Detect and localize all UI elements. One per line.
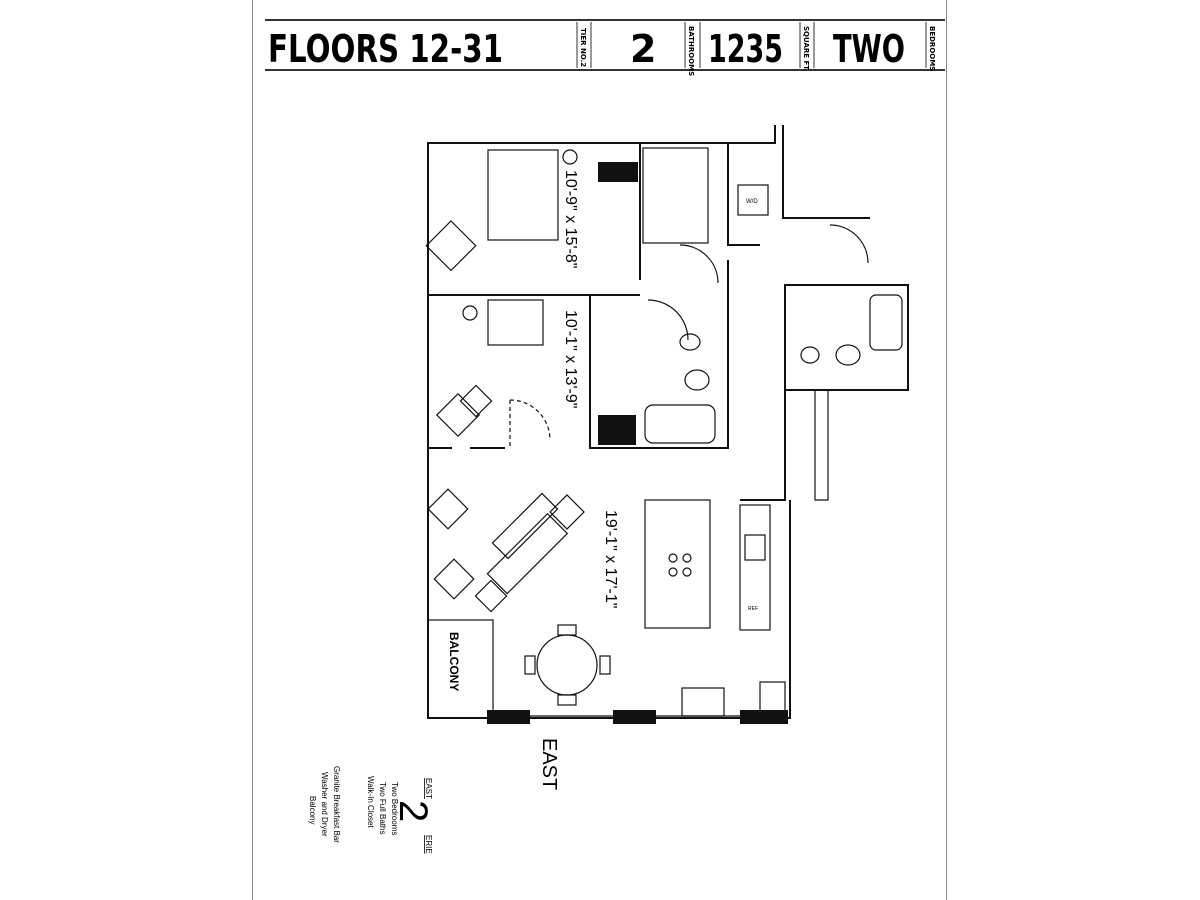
balcony [427, 619, 494, 719]
orientation-label: EAST [538, 738, 560, 790]
legend: EAST 2 ERIE Two Bedrooms Two Full Baths … [308, 766, 435, 854]
bathtub-1 [644, 404, 716, 444]
bathtub-2 [869, 294, 903, 351]
washer-dryer [737, 184, 769, 216]
bedroom-2-dimensions: 10'-1" x 13'-9" [562, 310, 579, 408]
header-title: FLOORS 12-31 [268, 27, 503, 71]
sqft-label: SQUARE FT. [802, 26, 810, 72]
bedrooms-label: BEDROOMS [928, 26, 936, 71]
living-dimensions: 19'-1" x 17'-1" [602, 510, 619, 608]
sofa [486, 512, 569, 595]
bed-2 [487, 299, 544, 346]
legend-top: EAST [424, 778, 433, 799]
feature-item: Two Full Baths [378, 782, 387, 834]
bathrooms-label: BATHROOMS [687, 26, 695, 76]
balcony-label: BALCONY [447, 632, 461, 691]
ref-label: REF [748, 606, 758, 612]
legend-bottom: ERIE [424, 835, 433, 854]
header-bar: FLOORS 12-31 TIER NO.2 2 BATHROOMS 1235 … [265, 19, 945, 76]
kitchen-island [644, 499, 711, 629]
feature-item: Walk-In Closet [366, 776, 375, 828]
bedrooms-value: TWO [833, 27, 905, 71]
legend-number: 2 [391, 800, 435, 822]
bed-master [487, 149, 559, 241]
kitchen-counter [739, 504, 771, 631]
bathrooms-value: 2 [630, 27, 656, 71]
fixtures: W/D REF [425, 147, 903, 724]
walls [427, 125, 909, 719]
tier-label: TIER NO.2 [579, 28, 587, 67]
washer-dryer-label: W/D [746, 199, 758, 205]
feature-item: Balcony [308, 796, 317, 824]
dining-table [536, 634, 598, 696]
floor-plan-sheet [252, 0, 947, 900]
master-bedroom-dimensions: 10'-9" x 15'-8" [562, 170, 579, 268]
feature-item: Washer and Dryer [320, 772, 329, 837]
feature-item: Granite Breakfast Bar [332, 766, 341, 843]
feature-item: Two Bedrooms [390, 782, 399, 835]
sqft-value: 1235 [708, 27, 783, 71]
